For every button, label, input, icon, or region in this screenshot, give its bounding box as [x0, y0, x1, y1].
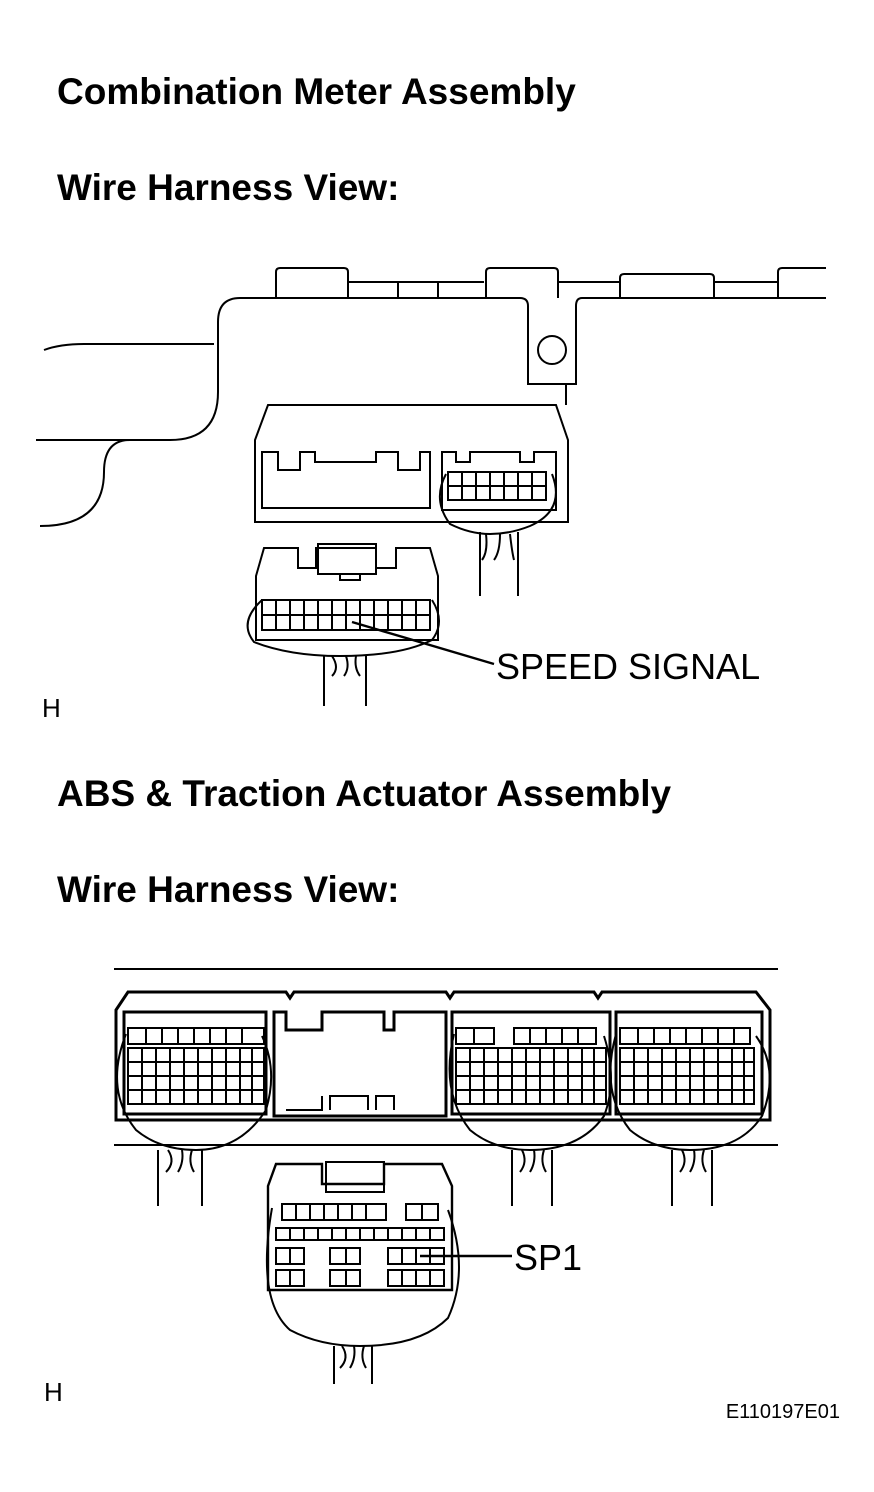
meter-socket-housing	[254, 404, 569, 523]
speed-signal-label: SPEED SIGNAL	[496, 646, 760, 687]
section1-corner-mark: H	[42, 693, 61, 723]
section2-subtitle: Wire Harness View:	[57, 869, 400, 910]
meter-body-outline	[36, 267, 826, 527]
combination-meter-connector-diagram: SPEED SIGNAL H	[36, 267, 826, 723]
right-harness-connector	[609, 1027, 771, 1206]
left-harness-connector	[116, 1027, 273, 1206]
main-harness-connector	[246, 543, 495, 706]
figure-code: E110197E01	[726, 1401, 840, 1423]
small-harness-connector	[439, 471, 557, 596]
sp1-label: SP1	[514, 1237, 582, 1278]
abs-actuator-connector-diagram: SP1 H E110197E01	[44, 968, 840, 1423]
section2-title: ABS & Traction Actuator Assembly	[57, 773, 672, 814]
bottom-harness-connector	[265, 1161, 512, 1384]
center-harness-connector	[448, 1027, 612, 1206]
section1-title: Combination Meter Assembly	[57, 71, 576, 112]
section2-corner-mark: H	[44, 1377, 63, 1407]
actuator-housing	[114, 990, 772, 1122]
section1-subtitle: Wire Harness View:	[57, 167, 400, 208]
